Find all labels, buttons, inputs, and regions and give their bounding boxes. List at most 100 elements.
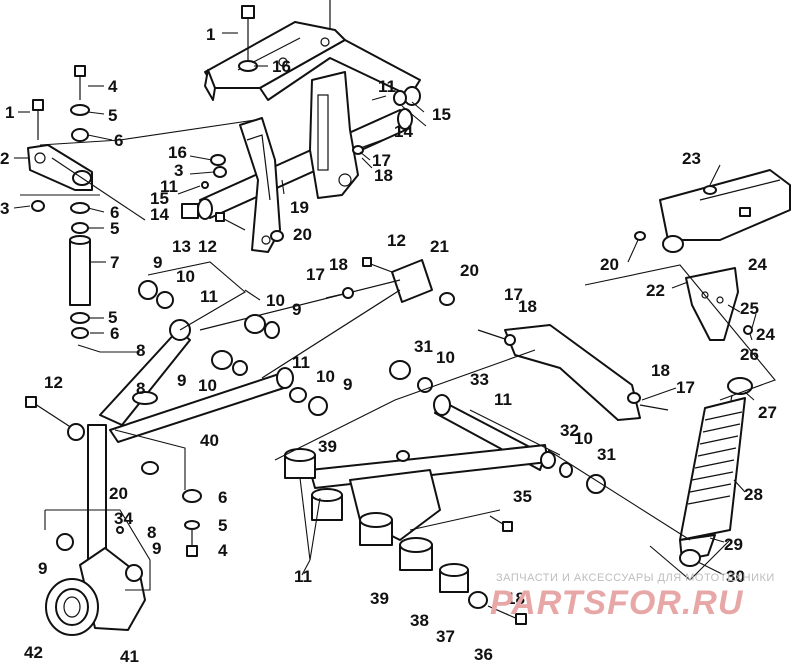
label-18-washer-mid: 18 <box>329 255 348 274</box>
label-5-washer-low: 5 <box>108 308 117 327</box>
label-11-fitting: 11 <box>378 77 396 96</box>
label-34-fitting: 34 <box>114 509 133 528</box>
bushing-39-b <box>311 488 343 521</box>
label-17-bolt: 17 <box>372 151 391 170</box>
watermark-site: PARTSFOR.RU <box>490 584 744 622</box>
washer-37 <box>468 591 488 609</box>
bushing-39-c <box>359 512 393 546</box>
label-42-bearing: 42 <box>24 643 43 662</box>
label-6-bushing: 6 <box>114 131 123 150</box>
grease-fitting-34 <box>116 526 124 534</box>
watermark: ЗАПЧАСТИ И АКСЕССУАРЫ ДЛЯ МОТОТЕХНИКИ PA… <box>490 572 775 622</box>
label-10-washer-e: 10 <box>436 348 455 367</box>
label-6-bushing-mid: 6 <box>110 203 119 222</box>
label-39-bushing-b: 39 <box>370 589 389 608</box>
bolt-1-top <box>238 5 258 72</box>
label-20-nut-left: 20 <box>109 484 128 503</box>
pivot-bracket-right <box>309 71 359 199</box>
shock-mount-21 <box>199 259 433 379</box>
label-39-bushing: 39 <box>318 437 337 456</box>
washer-10-b <box>264 321 280 339</box>
bolt-12 <box>215 212 246 231</box>
bushing-31-a <box>389 360 433 393</box>
label-11-fitting-lower: 11 <box>294 567 312 586</box>
nut-20-rear <box>634 231 646 241</box>
bolt-35 <box>489 515 513 532</box>
bushing-stack-low <box>70 312 90 339</box>
label-7-spacer: 7 <box>110 253 119 272</box>
label-32-fitting: 32 <box>560 421 579 440</box>
label-8-fitting: 8 <box>136 341 145 360</box>
bolt-4-low <box>186 530 198 557</box>
watermark-tagline: ЗАПЧАСТИ И АКСЕССУАРЫ ДЛЯ МОТОТЕХНИКИ <box>496 572 775 584</box>
label-16-washer-left: 16 <box>168 143 187 162</box>
label-31-bushing: 31 <box>414 337 433 356</box>
spacer-tube-7 <box>69 235 91 306</box>
lower-a-arm <box>309 394 549 541</box>
nut-20-lower <box>396 450 410 462</box>
label-14-washer: 14 <box>394 122 413 141</box>
label-21-mount: 21 <box>430 237 449 256</box>
label-1-bolt: 1 <box>206 25 215 44</box>
bushing-9-c <box>211 350 233 370</box>
label-11-fitting-arm: 11 <box>200 287 218 306</box>
label-29-shock-body: 29 <box>724 535 743 554</box>
part-labels: 1 16 4 1 5 6 2 11 15 14 17 18 16 3 11 15… <box>0 25 777 664</box>
label-18-washer: 18 <box>374 166 393 185</box>
label-6-bushing-low: 6 <box>110 324 119 343</box>
washer-16 <box>210 154 226 166</box>
label-9-bushing-c: 9 <box>177 371 186 390</box>
bushing-39-d <box>399 537 433 571</box>
nut-23 <box>703 185 717 195</box>
nut-20-mid <box>439 292 455 306</box>
label-22-bolt: 22 <box>646 281 665 300</box>
label-31-bushing-b: 31 <box>597 445 616 464</box>
label-28-spring: 28 <box>744 485 763 504</box>
washer-14 <box>393 90 407 106</box>
label-41-hub: 41 <box>120 647 139 664</box>
washer-10-c <box>232 360 248 376</box>
label-25-plate: 25 <box>740 299 759 318</box>
label-23-nut: 23 <box>682 149 701 168</box>
label-12-bolt-left: 12 <box>44 373 63 392</box>
label-11-fitting-left: 11 <box>160 177 178 196</box>
frame-cross-member <box>204 0 421 101</box>
label-3-nut-left: 3 <box>0 199 9 218</box>
label-36-bolt: 36 <box>474 645 493 664</box>
label-17-bolt-link: 17 <box>504 285 523 304</box>
label-5-washer: 5 <box>108 106 117 125</box>
bushing-39-a <box>284 448 316 479</box>
label-12-bolt: 12 <box>198 237 217 256</box>
label-3-nut: 3 <box>174 161 183 180</box>
bushing-9-hub <box>56 533 74 551</box>
label-19-bracket: 19 <box>290 198 309 217</box>
bolt-12-left <box>25 396 73 429</box>
label-15-bushing-left: 15 <box>150 189 169 208</box>
label-20-nut: 20 <box>293 225 312 244</box>
label-24-bolt: 24 <box>748 255 767 274</box>
label-33-lower-arm: 33 <box>470 370 489 389</box>
callout-ticks <box>13 32 757 576</box>
bolt-4 <box>74 65 86 100</box>
bushing-6-low <box>182 489 202 503</box>
label-24-bolt-b: 24 <box>756 325 775 344</box>
washer-5-low <box>184 520 200 530</box>
label-37-washer: 37 <box>436 627 455 646</box>
label-1-bolt-left: 1 <box>5 103 14 122</box>
label-11-fitting-b: 11 <box>292 353 310 372</box>
bushing-9-hub-right <box>125 564 143 582</box>
label-10-washer-f: 10 <box>574 429 593 448</box>
bushing-9-d <box>308 396 328 416</box>
label-13-pin: 13 <box>172 237 191 256</box>
spindle-upright <box>67 423 107 561</box>
label-8-fitting-b: 8 <box>136 379 145 398</box>
label-20-nut-rear: 20 <box>600 255 619 274</box>
bolt-36 <box>487 605 527 625</box>
label-5-washer-mid: 5 <box>110 219 119 238</box>
shock-absorber <box>679 377 753 567</box>
bushing-31-b <box>540 451 606 494</box>
label-40-upper-arm: 40 <box>200 431 219 450</box>
label-20-nut-mid: 20 <box>460 261 479 280</box>
